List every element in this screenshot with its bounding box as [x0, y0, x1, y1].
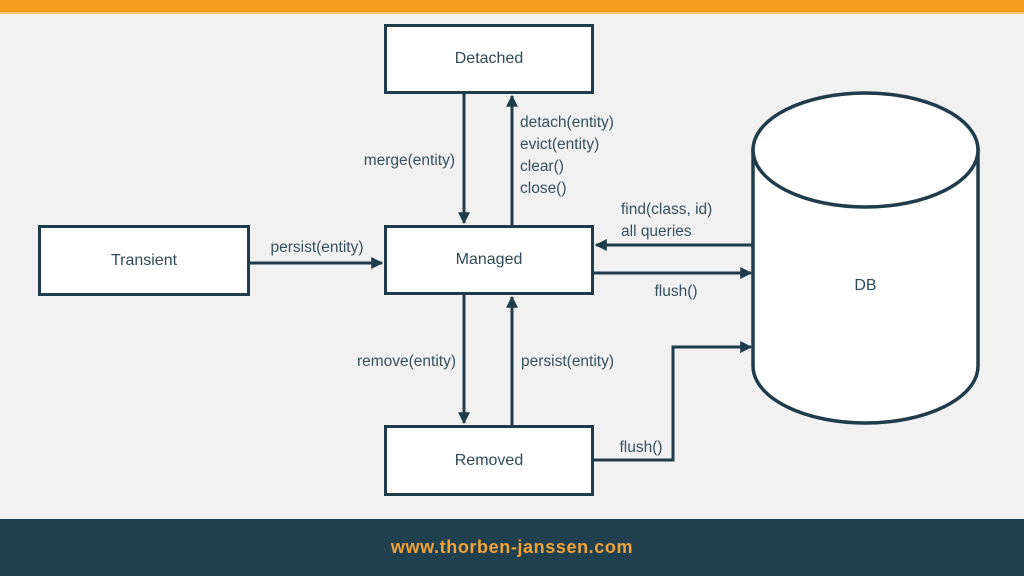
edge-label-detach-group: detach(entity) evict(entity) clear() clo…	[520, 112, 614, 200]
node-removed-label: Removed	[454, 451, 524, 469]
edge-label-flush-removed: flush()	[619, 439, 663, 456]
node-db-label: DB	[854, 277, 877, 294]
node-removed: Removed	[384, 425, 594, 496]
website-url: www.thorben-janssen.com	[390, 537, 634, 557]
node-detached-label: Detached	[454, 50, 524, 67]
node-managed-label: Managed	[455, 251, 523, 268]
edge-label-remove: remove(entity)	[356, 353, 456, 370]
edge-label-persist-removed: persist(entity)	[521, 353, 615, 370]
arrow-flush-removed	[594, 341, 753, 462]
edge-label-persist-transient: persist(entity)	[270, 239, 364, 256]
edge-label-close: close()	[520, 180, 567, 197]
edge-label-evict: evict(entity)	[520, 136, 600, 153]
edge-label-all-queries: all queries	[621, 223, 692, 240]
edge-label-flush-managed: flush()	[654, 283, 698, 300]
node-transient: Transient	[38, 225, 250, 296]
node-detached: Detached	[384, 24, 594, 94]
edge-label-find: find(class, id)	[621, 201, 713, 218]
top-accent-bar	[0, 0, 1024, 14]
edge-label-merge: merge(entity)	[363, 152, 455, 169]
edge-label-detach: detach(entity)	[520, 114, 614, 131]
node-transient-label: Transient	[110, 251, 178, 269]
edge-label-find-group: find(class, id) all queries	[621, 199, 712, 243]
footer-bar: www.thorben-janssen.com	[0, 519, 1024, 576]
db-cylinder-shape	[751, 91, 980, 425]
edge-label-clear: clear()	[520, 158, 564, 175]
node-managed: Managed	[384, 225, 594, 295]
